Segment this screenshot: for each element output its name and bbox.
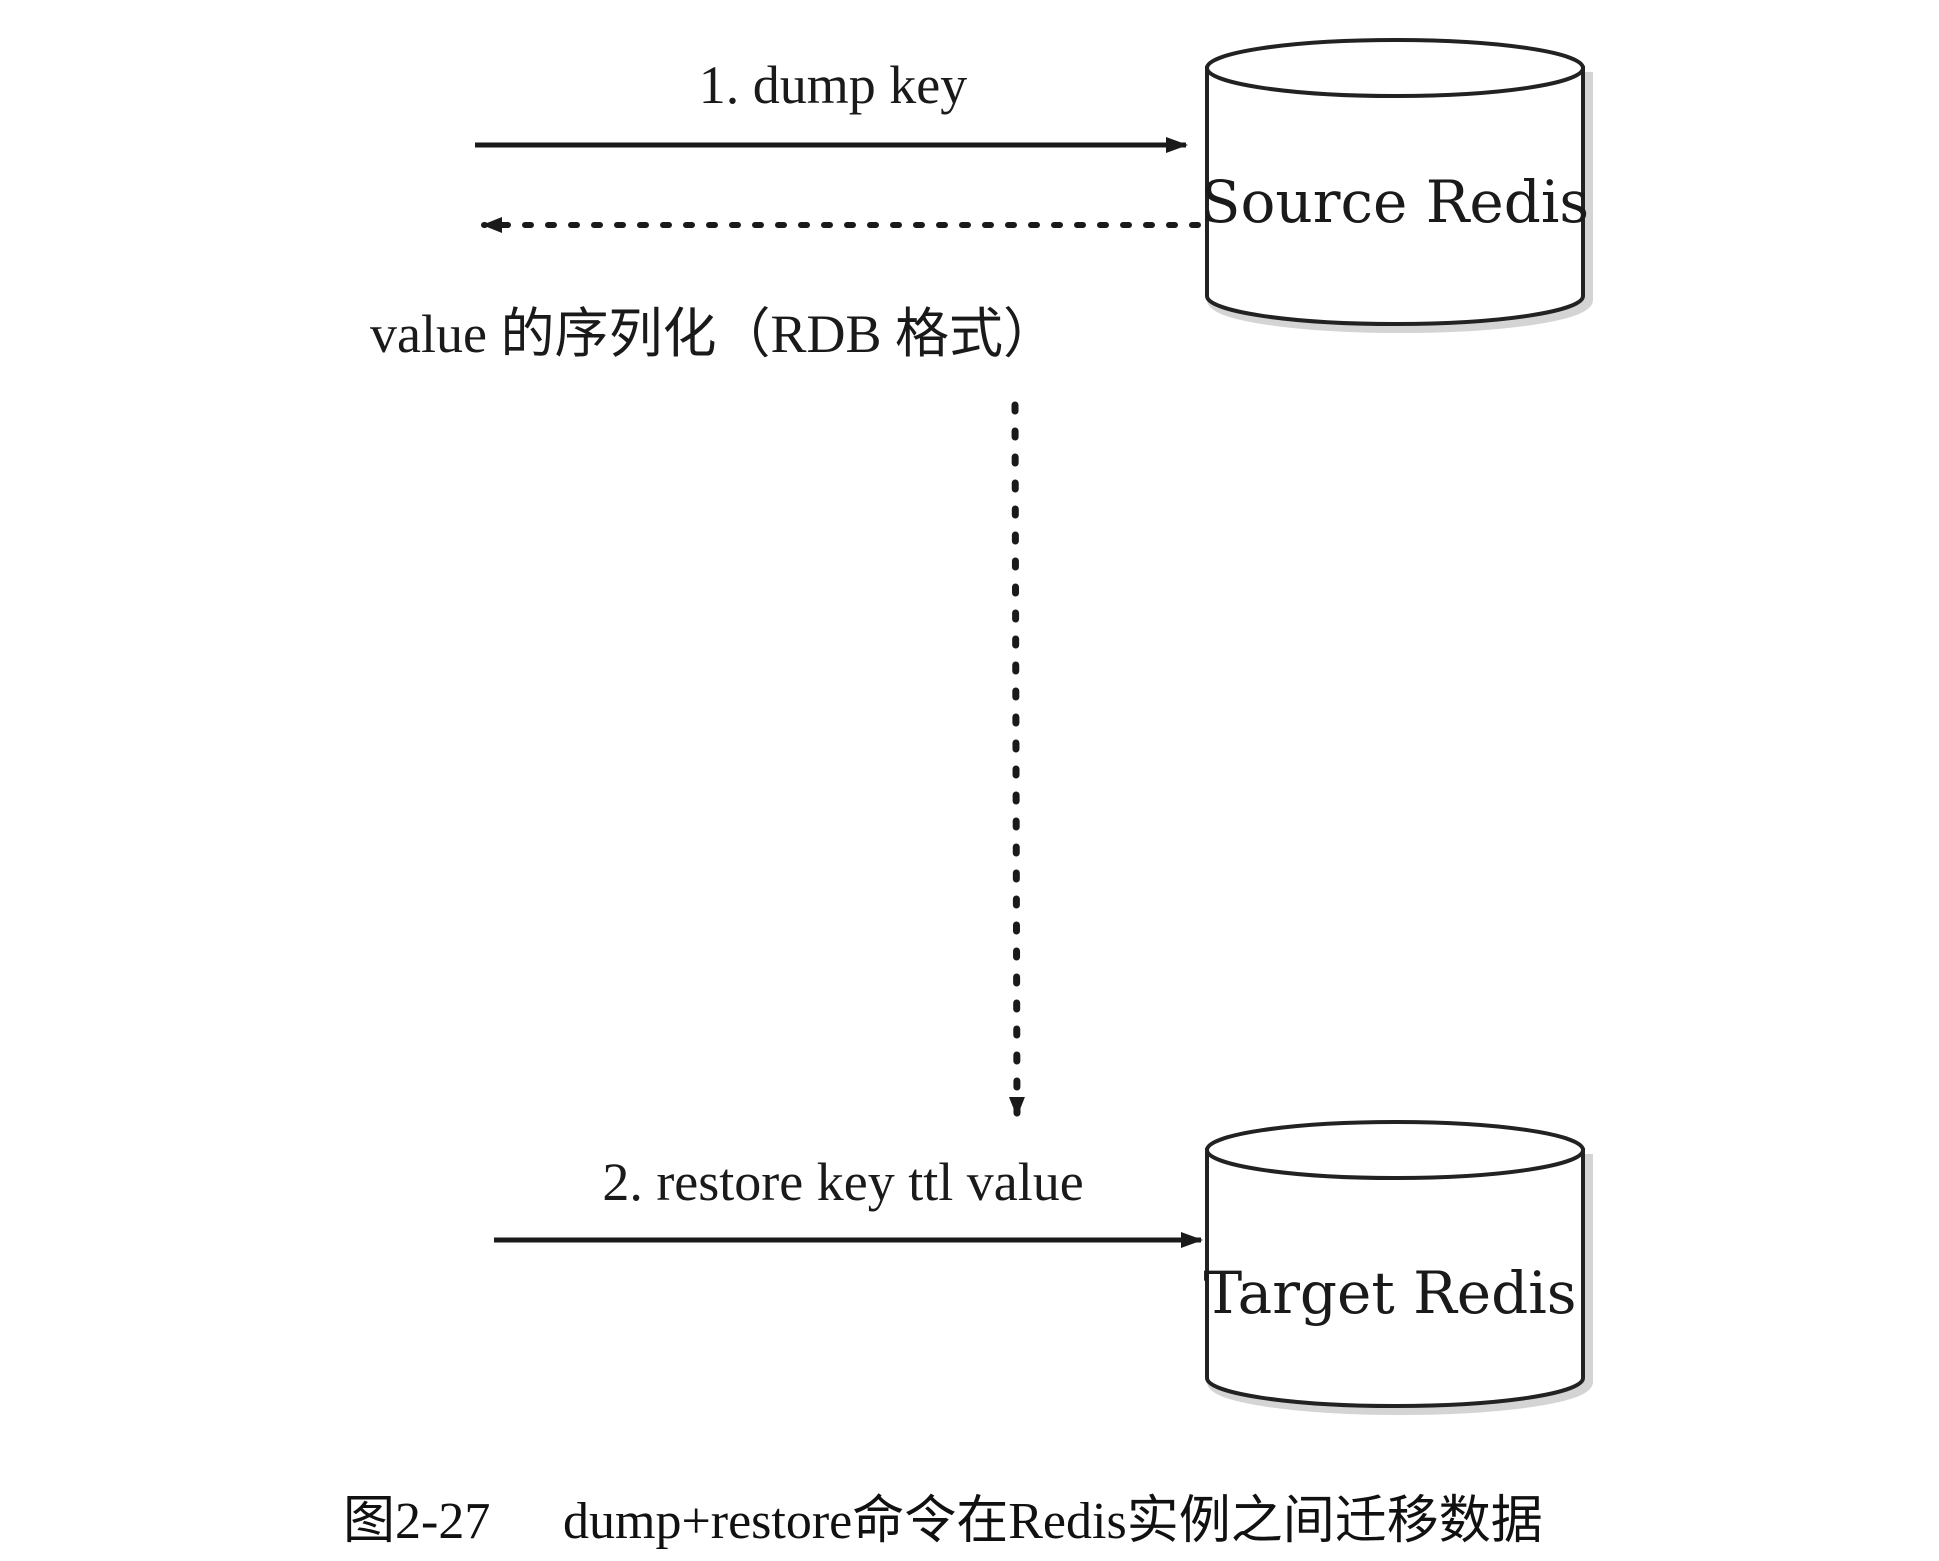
restore-key-edge: 2. restore key ttl value	[494, 1152, 1203, 1248]
transfer-arrow	[1008, 401, 1025, 1119]
figure-caption-text: dump+restore命令在Redis实例之间迁移数据	[563, 1492, 1543, 1550]
serialized-value-label: value 的序列化（RDB 格式）	[370, 304, 1057, 364]
source-redis-label: Source Redis	[1201, 168, 1589, 236]
target-redis-node: Target Redis	[1203, 1120, 1593, 1415]
target-redis-cylinder-icon	[1205, 1120, 1593, 1415]
figure-number: 图2-27	[343, 1493, 490, 1550]
source-redis-cylinder-icon	[1205, 38, 1593, 333]
source-redis-node: Source Redis	[1201, 38, 1593, 333]
dump-key-label: 1. dump key	[699, 55, 967, 115]
serialized-value-edge: value 的序列化（RDB 格式）	[370, 217, 1201, 364]
restore-key-label: 2. restore key ttl value	[602, 1152, 1083, 1212]
figure-caption: 图2-27 dump+restore命令在Redis实例之间迁移数据	[343, 1492, 1543, 1550]
dump-key-edge: 1. dump key	[475, 55, 1188, 153]
target-redis-label: Target Redis	[1203, 1259, 1576, 1327]
transfer-edge	[1008, 401, 1025, 1119]
